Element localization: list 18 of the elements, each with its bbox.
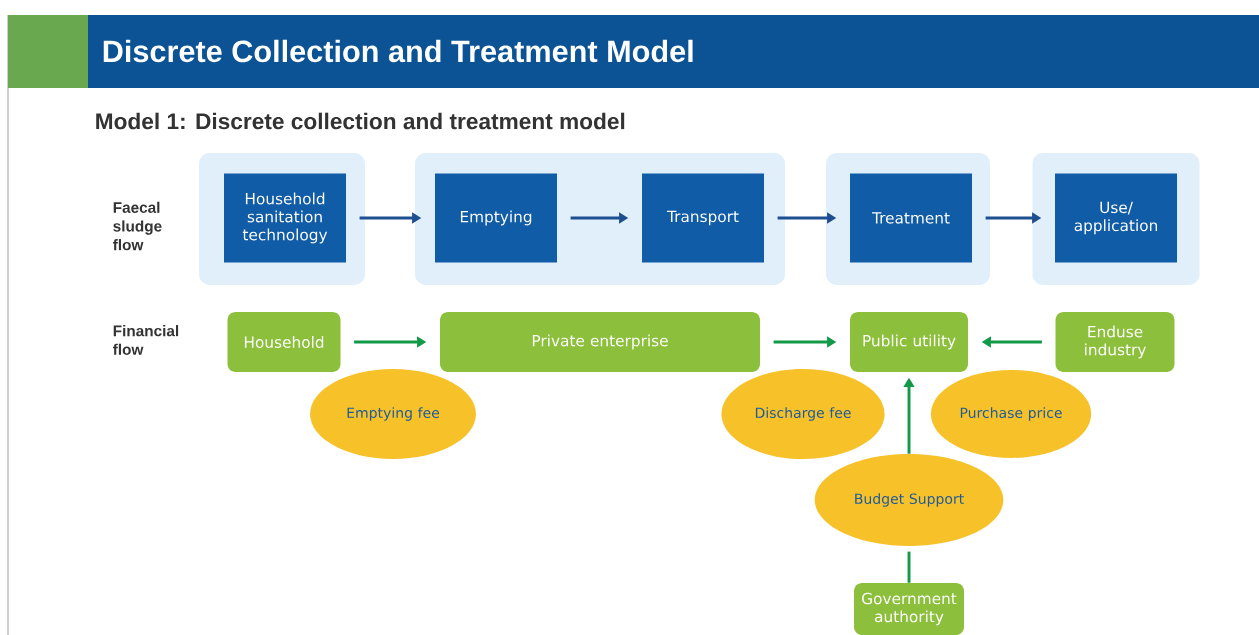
actor-box: Private enterprise bbox=[440, 312, 760, 372]
process-box: Use/ application bbox=[1055, 173, 1177, 263]
subheading: Model 1: Discrete collection and treatment model bbox=[96, 112, 625, 130]
actor-box: Household bbox=[227, 312, 341, 372]
row-label: Faecal sludge flow bbox=[113, 201, 162, 251]
actor-box: Enduse industry bbox=[1055, 312, 1175, 372]
payment-oval: Budget Support bbox=[814, 454, 1004, 546]
process-box: Treatment bbox=[850, 173, 972, 263]
payment-oval: Purchase price bbox=[930, 370, 1092, 458]
process-box: Emptying bbox=[435, 173, 557, 263]
actor-box: Government authority bbox=[854, 583, 964, 635]
actor-box: Public utility bbox=[850, 312, 968, 372]
payment-oval: Discharge fee bbox=[721, 369, 885, 459]
title-banner: Discrete Collection and Treatment Model bbox=[8, 15, 1259, 88]
payment-oval: Emptying fee bbox=[310, 369, 476, 459]
row-label: Financial flow bbox=[113, 325, 179, 355]
process-box: Transport bbox=[642, 173, 764, 263]
process-box: Household sanitation technology bbox=[224, 173, 346, 263]
